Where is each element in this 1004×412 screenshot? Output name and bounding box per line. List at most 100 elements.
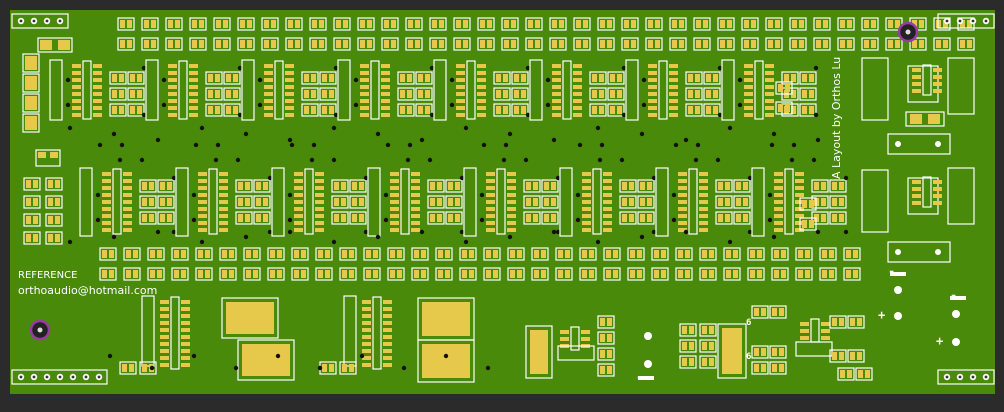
silkscreen-outline — [49, 59, 63, 121]
silkscreen-outline — [813, 37, 831, 51]
smd-pad — [151, 40, 156, 48]
header-pin — [895, 249, 901, 255]
smd-pad — [765, 99, 774, 103]
smd-pad — [360, 40, 365, 48]
smd-pad — [294, 207, 303, 211]
header-pin — [952, 310, 960, 318]
smd-pad — [137, 74, 142, 82]
smd-pad — [560, 330, 569, 334]
smd-pad — [581, 330, 590, 334]
smd-pad — [600, 366, 605, 374]
smd-pad — [55, 180, 60, 188]
silkscreen-outline — [789, 17, 807, 31]
silkscreen-outline — [175, 167, 189, 237]
silkscreen-outline — [493, 71, 511, 85]
smd-pad — [514, 90, 519, 98]
smd-pad — [263, 214, 268, 222]
smd-pad — [359, 214, 364, 222]
silkscreen-outline — [496, 168, 506, 235]
smd-pad — [629, 198, 634, 206]
smd-pad — [208, 106, 213, 114]
via-icon — [317, 365, 323, 371]
smd-pad — [294, 270, 299, 278]
silkscreen-outline — [147, 267, 165, 281]
silkscreen-outline — [523, 195, 541, 209]
smd-pad — [149, 214, 154, 222]
silkscreen-outline — [357, 17, 375, 31]
header-pin — [32, 19, 36, 23]
smd-pad — [123, 221, 132, 225]
silkscreen-outline — [555, 267, 573, 281]
silkscreen-outline — [658, 60, 668, 120]
smd-pad — [592, 106, 597, 114]
smd-pad — [792, 40, 797, 48]
silkscreen-outline — [715, 195, 733, 209]
silkscreen-outline — [466, 60, 476, 120]
smd-pad — [192, 20, 197, 28]
smd-pad — [530, 330, 548, 374]
smd-pad — [462, 250, 467, 258]
silkscreen-outline — [397, 71, 415, 85]
smd-pad — [72, 71, 81, 75]
via-icon — [111, 234, 117, 240]
smd-pad — [391, 40, 396, 48]
smd-pad — [622, 214, 627, 222]
smd-pad — [839, 198, 844, 206]
smd-pad — [912, 187, 921, 191]
smd-pad — [175, 40, 180, 48]
header-pin — [894, 286, 902, 294]
smd-pad — [295, 20, 300, 28]
via-icon — [463, 239, 469, 245]
smd-pad — [198, 172, 207, 176]
smd-pad — [699, 228, 708, 232]
smd-pad — [253, 270, 258, 278]
smd-pad — [912, 40, 917, 48]
smd-pad — [189, 92, 198, 96]
via-icon — [789, 157, 795, 163]
header-pin — [958, 19, 962, 23]
via-icon — [353, 77, 359, 83]
silkscreen-outline — [747, 247, 765, 261]
via-icon — [95, 217, 101, 223]
smd-pad — [613, 250, 618, 258]
smd-pad — [25, 76, 37, 90]
smd-pad — [367, 20, 372, 28]
silkscreen-outline — [751, 305, 769, 319]
smd-pad — [157, 250, 162, 258]
smd-pad — [725, 198, 730, 206]
smd-pad — [362, 321, 371, 325]
smd-pad — [809, 74, 814, 82]
smd-pad — [432, 40, 437, 48]
smd-pad — [672, 40, 677, 48]
smd-pad — [198, 200, 207, 204]
smd-pad — [829, 250, 834, 258]
smd-pad — [600, 20, 605, 28]
smd-pad — [160, 335, 169, 339]
smd-pad — [414, 250, 419, 258]
smd-pad — [390, 172, 399, 176]
smd-pad — [821, 336, 830, 340]
header-pin — [644, 360, 652, 368]
silkscreen-outline — [589, 87, 607, 101]
silkscreen-outline — [370, 60, 380, 120]
silkscreen-outline — [109, 87, 127, 101]
silkscreen-outline — [315, 247, 333, 261]
smd-pad — [678, 193, 687, 197]
smd-pad — [582, 207, 591, 211]
smd-pad — [514, 74, 519, 82]
smd-pad — [189, 113, 198, 117]
smd-pad — [362, 300, 371, 304]
smd-pad — [362, 307, 371, 311]
silkscreen-outline — [679, 355, 697, 369]
via-icon — [671, 217, 677, 223]
smd-pad — [610, 90, 615, 98]
smd-pad — [294, 228, 303, 232]
silkscreen-outline — [829, 349, 847, 363]
smd-pad — [445, 270, 450, 278]
silkscreen-outline — [219, 267, 237, 281]
smd-pad — [477, 64, 486, 68]
smd-pad — [448, 214, 453, 222]
smd-pad — [521, 74, 526, 82]
smd-pad — [511, 20, 516, 28]
smd-pad — [137, 90, 142, 98]
